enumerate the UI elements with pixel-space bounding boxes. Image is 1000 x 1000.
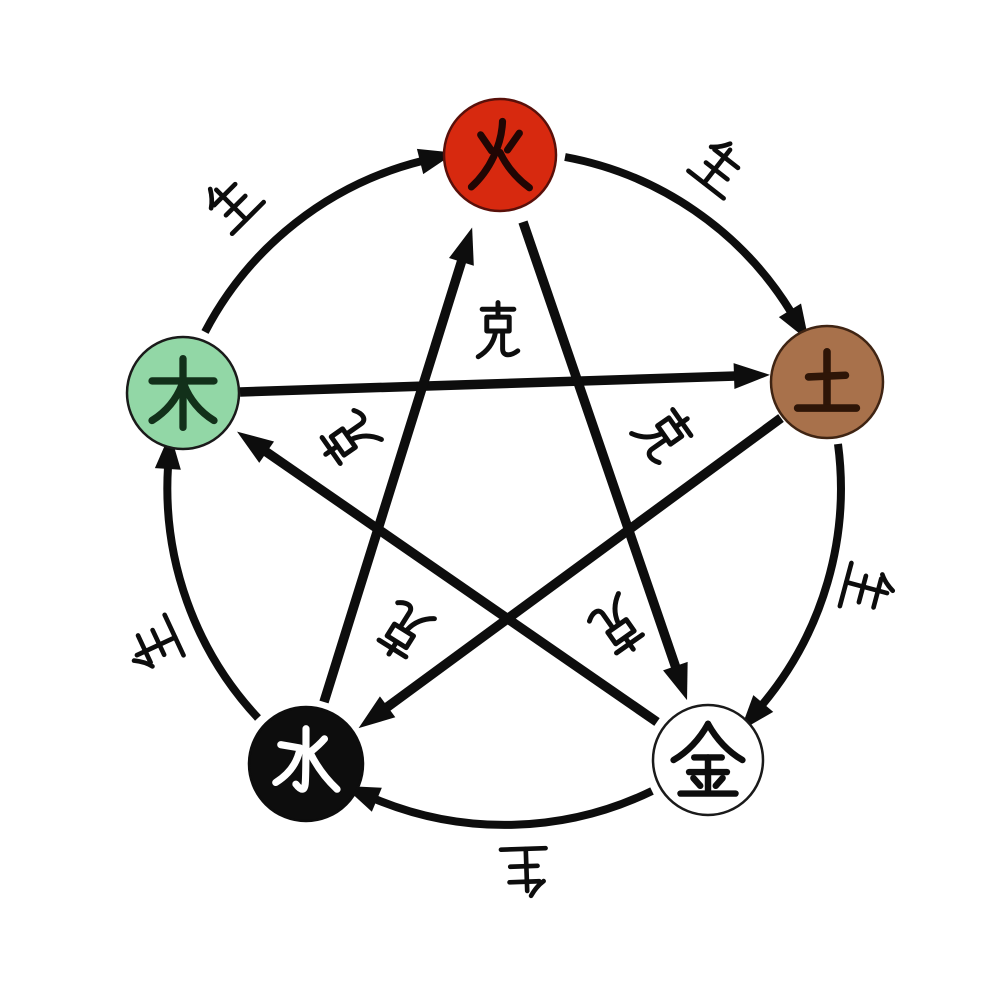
generating-cycle-arrows: [154, 148, 845, 829]
element-node-wood: [125, 335, 241, 451]
sheng-label-wood-fire: [199, 169, 264, 234]
sheng-arrow-wood-fire: [201, 148, 455, 334]
ke-label-metal-wood: [314, 407, 381, 470]
sheng-label-metal-water: [501, 848, 547, 897]
ke-label-fire-metal: [586, 594, 649, 661]
ke-arrow-fire-metal: [518, 220, 688, 701]
ke-label-water-fire: [372, 598, 434, 665]
cycle-labels: [122, 134, 897, 897]
ke-arrow-wood-earth: [239, 363, 770, 397]
sheng-arrow-fire-earth: [564, 153, 809, 341]
element-node-fire: [442, 97, 558, 213]
element-node-earth: [769, 324, 885, 440]
overcoming-cycle-arrows: [237, 220, 784, 729]
ke-arrow-earth-water: [358, 414, 784, 729]
element-node-metal: [651, 703, 765, 817]
sheng-label-fire-earth: [688, 134, 752, 199]
ke-label-earth-water: [632, 403, 699, 466]
sheng-arrow-earth-metal: [740, 443, 845, 732]
element-node-water: [247, 705, 365, 823]
element-nodes: [125, 97, 885, 823]
sheng-label-earth-metal: [840, 563, 897, 618]
sheng-arrow-water-wood: [154, 433, 261, 721]
ke-arrow-metal-wood: [237, 431, 660, 726]
sheng-label-water-wood: [122, 615, 184, 675]
ke-arrow-water-fire: [319, 227, 474, 704]
ke-label-wood-earth: [478, 303, 518, 357]
sheng-arrow-metal-water: [343, 785, 654, 829]
